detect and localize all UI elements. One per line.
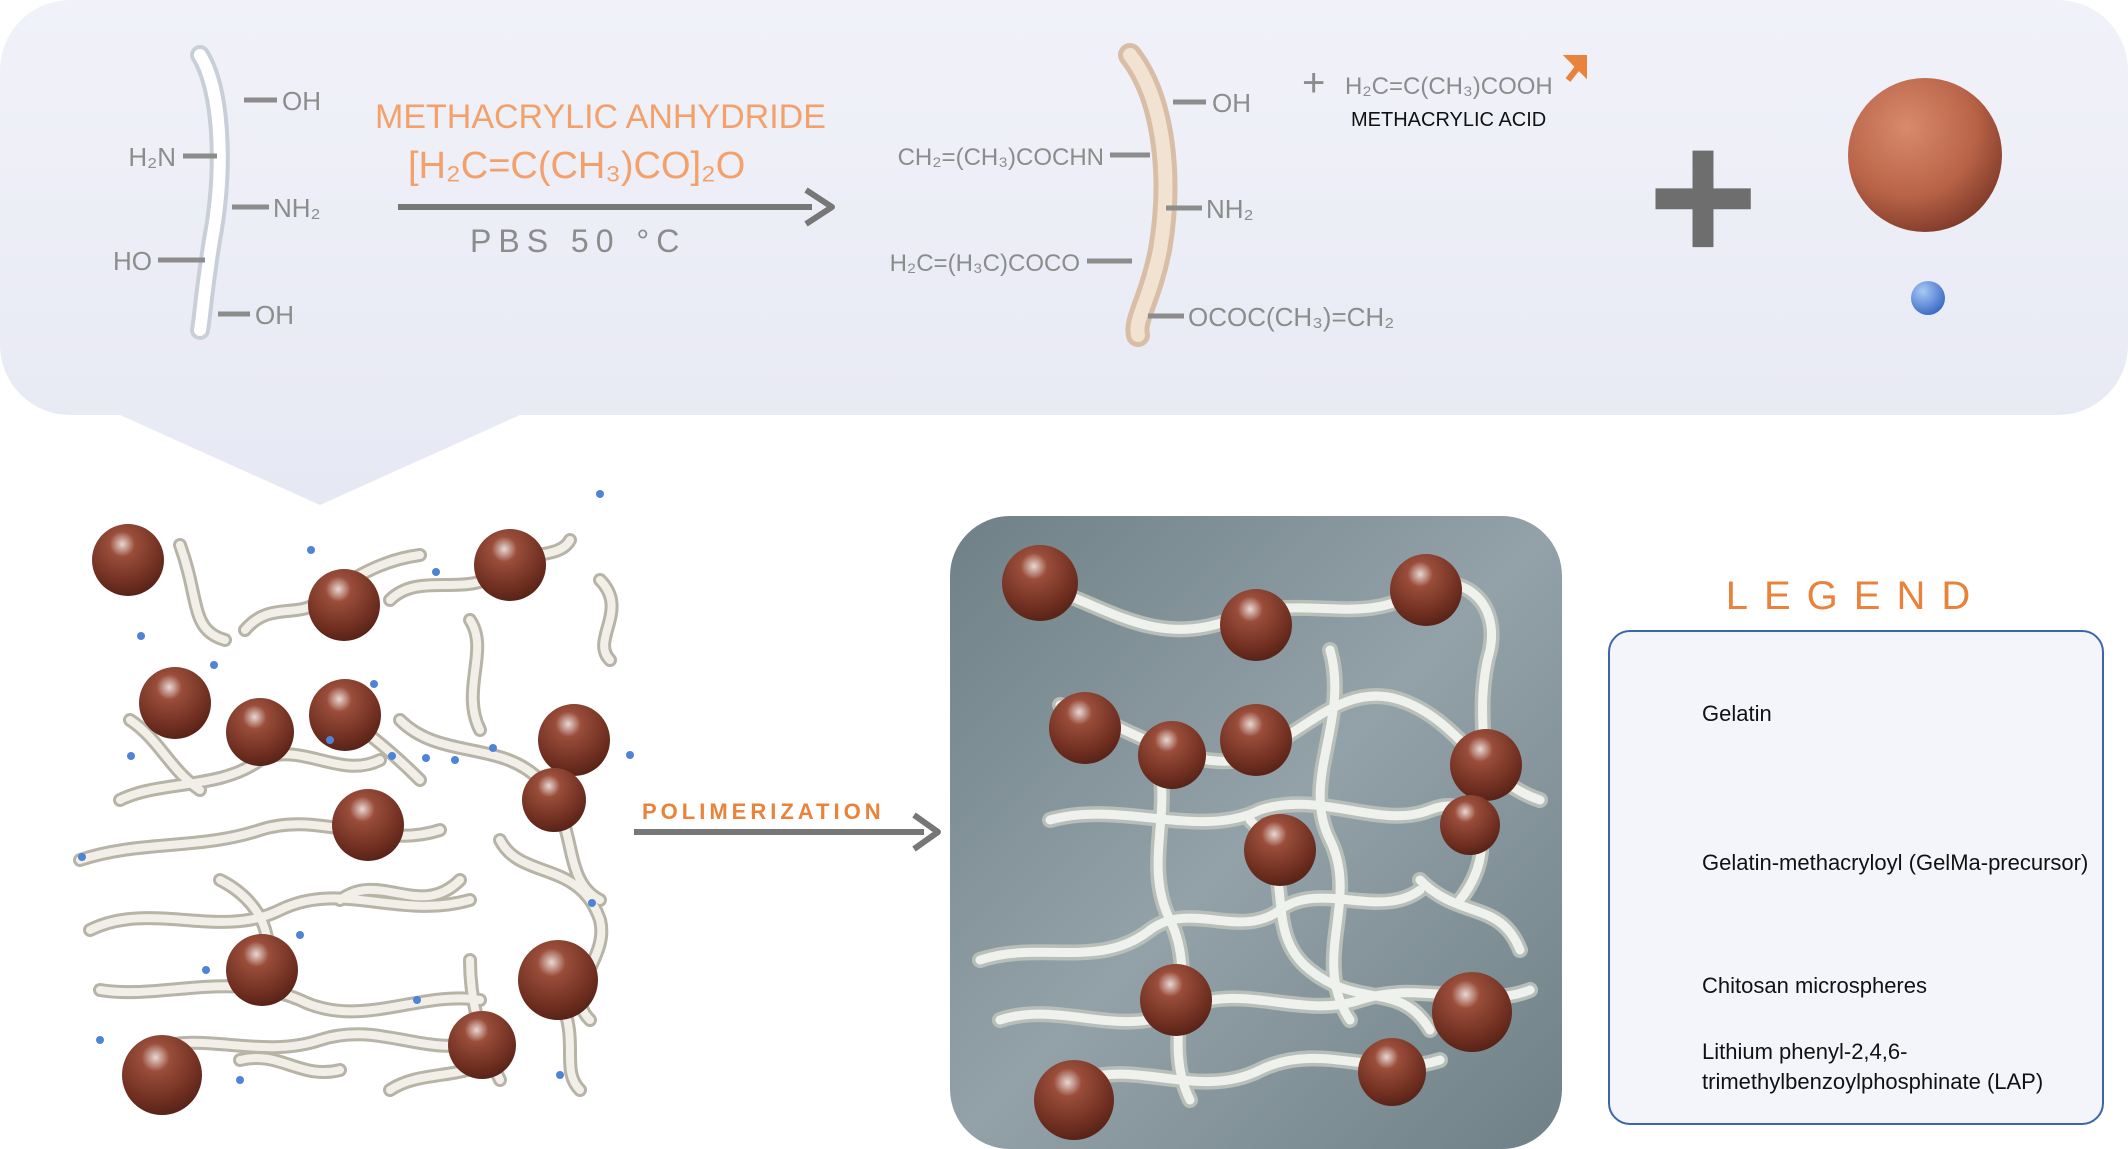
gelma-right-group-2: NH₂ <box>1206 194 1254 224</box>
gelatin-left-group-2: HO <box>113 246 152 276</box>
reagent-formula: [H₂C=C(CH₃)CO]₂O <box>408 145 745 187</box>
byproduct-release-arrow-icon <box>1562 55 1587 82</box>
gelma-left-group-2: H₂C=(H₃C)COCO <box>890 250 1080 277</box>
gelma-left-group-1: CH₂=(CH₃)COCHN <box>898 144 1104 171</box>
reaction-conditions: PBS 50 °C <box>470 223 686 259</box>
byproduct-plus: + <box>1302 61 1325 105</box>
gelatin-chain: OH NH₂ OH H₂N HO <box>113 45 321 340</box>
polymerization-step: POLIMERIZATION <box>634 799 941 852</box>
gelma-right-group-3: OCOC(CH₃)=CH₂ <box>1188 302 1394 332</box>
reaction-panel <box>0 0 2128 505</box>
reagent-name: METHACRYLIC ANHYDRIDE <box>375 98 826 136</box>
legend-box <box>1608 630 2104 1125</box>
gelatin-left-group-1: H₂N <box>128 142 176 172</box>
legend-item-lap: Lithium phenyl-2,4,6-trimethylbenzoylpho… <box>1702 1039 2044 1094</box>
polymerization-arrow-head <box>912 812 941 852</box>
legend-title: LEGEND <box>1725 574 1987 618</box>
gelma-chain: OH NH₂ OCOC(CH₃)=CH₂ CH₂=(CH₃)COCHN H₂C=… <box>890 43 1394 347</box>
reaction-arrow-head <box>804 187 835 227</box>
precursor-chitosan-spheres <box>92 524 610 1115</box>
plus-sign: + <box>1648 91 1759 303</box>
legend-item-gelma: Gelatin-methacryloyl (GelMa-precursor) <box>1702 850 2089 875</box>
chitosan-sphere-icon <box>1848 78 2002 232</box>
polymerization-label: POLIMERIZATION <box>642 799 885 824</box>
gelma-right-group-1: OH <box>1212 88 1251 118</box>
network-chitosan-spheres <box>1002 545 1522 1140</box>
gelatin-right-group-2: NH₂ <box>273 193 321 223</box>
precursor-lap-dots <box>78 490 634 1084</box>
hydrogel-network <box>950 516 1562 1149</box>
gelatin-right-group-3: OH <box>255 300 294 330</box>
byproduct: + H₂C=C(CH₃)COOH METHACRYLIC ACID <box>1302 55 1587 131</box>
legend-item-chitosan: Chitosan microspheres <box>1702 973 1927 998</box>
lap-dot-icon <box>1911 281 1945 315</box>
byproduct-formula: H₂C=C(CH₃)COOH <box>1345 73 1553 100</box>
byproduct-name: METHACRYLIC ACID <box>1351 109 1546 131</box>
gelatin-right-group-1: OH <box>282 86 321 116</box>
legend-item-gelatin: Gelatin <box>1702 701 1772 726</box>
reaction-step: METHACRYLIC ANHYDRIDE [H₂C=C(CH₃)CO]₂O P… <box>375 98 835 259</box>
